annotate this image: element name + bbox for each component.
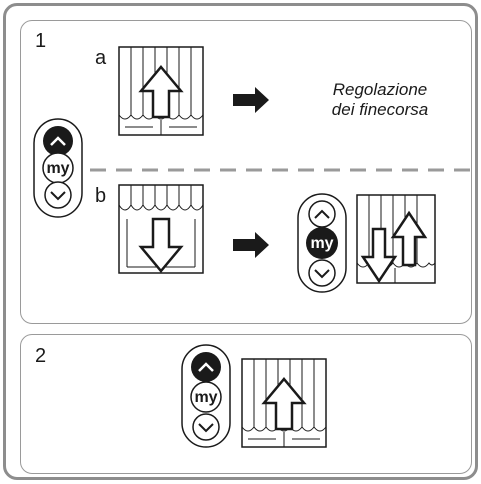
remote-control-step2: my xyxy=(181,344,231,448)
down-button[interactable] xyxy=(308,259,336,287)
chevron-down-icon xyxy=(198,423,214,433)
awning-down-b xyxy=(118,184,204,274)
arrow-right-icon xyxy=(233,87,269,113)
arrow-down-icon xyxy=(360,227,398,284)
my-button[interactable] xyxy=(190,381,222,413)
caption-line-1: Regolazione xyxy=(332,80,428,99)
awning-up-step2 xyxy=(241,358,327,448)
my-button-label: my xyxy=(46,160,69,177)
arrow-up-icon xyxy=(138,65,184,119)
awning-up-down xyxy=(356,194,436,284)
my-button[interactable] xyxy=(306,227,338,259)
step-1-number: 1 xyxy=(35,30,47,52)
up-button[interactable] xyxy=(308,200,336,228)
chevron-up-icon xyxy=(198,362,214,372)
caption-line-2: dei finecorsa xyxy=(331,100,429,119)
arrow-down-icon xyxy=(138,217,184,273)
chevron-up-icon xyxy=(314,209,330,219)
down-button[interactable] xyxy=(44,181,72,209)
chevron-down-icon xyxy=(50,191,66,201)
my-button-label: my xyxy=(194,389,217,406)
step-2-number: 2 xyxy=(35,345,47,367)
down-button[interactable] xyxy=(192,413,220,441)
up-button[interactable] xyxy=(43,126,73,156)
chevron-up-icon xyxy=(50,136,66,146)
awning-up-a xyxy=(118,46,204,136)
substep-a-letter: a xyxy=(95,47,107,69)
my-button-label: my xyxy=(310,235,333,252)
remote-control-my: my xyxy=(297,193,347,293)
arrow-right-icon xyxy=(233,232,269,258)
up-button[interactable] xyxy=(191,352,221,382)
outer-frame xyxy=(3,3,478,480)
arrow-up-icon xyxy=(261,377,307,431)
arrow-up-icon xyxy=(390,210,428,267)
substep-b-letter: b xyxy=(95,185,107,207)
chevron-down-icon xyxy=(314,269,330,279)
remote-control-step1: my xyxy=(33,118,83,218)
limit-adjust-caption: Regolazione dei finecorsa xyxy=(300,80,460,120)
